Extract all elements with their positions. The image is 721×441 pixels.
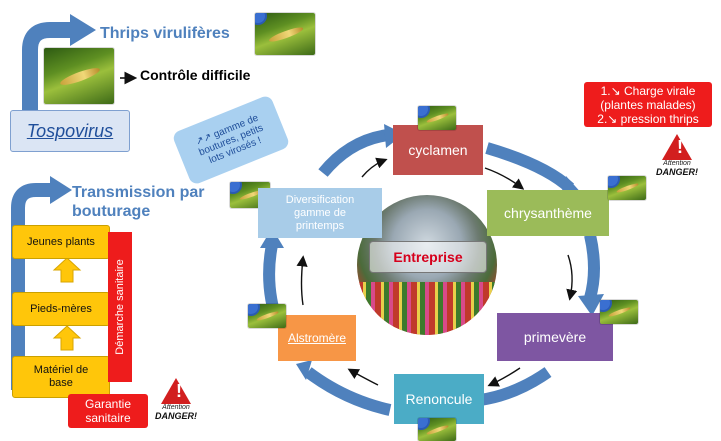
thrips-photo-cyclamen <box>418 106 456 130</box>
thrips-photo-alstromere <box>248 304 286 328</box>
tospovirus-box: Tospovirus <box>10 110 130 152</box>
danger-word: DANGER! <box>155 411 197 421</box>
chain-box-materiel-base: Matériel de base <box>12 356 110 398</box>
node-renoncule: Renoncule <box>394 374 484 424</box>
chain-box-pieds-meres: Pieds-mères <box>12 292 110 326</box>
thrips-photo-primevere <box>600 300 638 324</box>
node-chrysantheme-label: chrysanthème <box>504 205 592 221</box>
entreprise-label: Entreprise <box>393 249 463 265</box>
tospovirus-curved-arrow <box>22 22 72 118</box>
cycle-ring <box>263 129 600 416</box>
node-alstromere-label: Alstromère <box>287 331 346 345</box>
thrips-photo-top <box>255 13 315 55</box>
controle-difficile-text: Contrôle difficile <box>140 67 251 83</box>
transmission-title: Transmission par bouturage <box>72 184 205 220</box>
danger-sign-top: ! Attention DANGER! <box>656 134 698 177</box>
node-alstromere: Alstromère <box>278 315 356 361</box>
entreprise-label-box: Entreprise <box>369 241 487 273</box>
node-cyclamen-label: cyclamen <box>408 142 468 158</box>
charge-virale-box: 1.↘ Charge virale (plantes malades) 2.↘ … <box>584 82 712 127</box>
danger-sign-bottom: ! Attention DANGER! <box>155 378 197 421</box>
node-cyclamen: cyclamen <box>393 125 483 175</box>
charge-virale-text: 1.↘ Charge virale (plantes malades) 2.↘ … <box>597 83 699 126</box>
thrips-photo-left <box>44 48 114 104</box>
chain-box-jeunes-plants: Jeunes plants <box>12 225 110 259</box>
danger-word-top: DANGER! <box>656 167 698 177</box>
garantie-label: Garantie sanitaire <box>84 397 132 425</box>
node-primevere: primevère <box>497 313 613 361</box>
node-chrysantheme: chrysanthème <box>487 190 609 236</box>
danger-attention: Attention <box>162 404 190 411</box>
node-primevere-label: primevère <box>523 329 587 345</box>
thrips-photo-chrysantheme <box>608 176 646 200</box>
thrips-photo-renoncule <box>418 418 456 441</box>
transmission-curved-arrow <box>11 183 52 390</box>
garantie-sanitaire-box: Garantie sanitaire <box>68 394 148 428</box>
demarche-sanitaire-label: Démarche sanitaire <box>114 259 126 355</box>
demarche-sanitaire-bar: Démarche sanitaire <box>108 232 132 382</box>
node-diversification: Diversification gamme de printemps <box>258 188 382 238</box>
node-diversification-label: Diversification gamme de printemps <box>285 193 355 232</box>
tospovirus-label: Tospovirus <box>26 120 114 141</box>
danger-attention-top: Attention <box>663 160 691 167</box>
node-renoncule-label: Renoncule <box>405 391 473 407</box>
thrips-title: Thrips virulifères <box>100 25 230 42</box>
